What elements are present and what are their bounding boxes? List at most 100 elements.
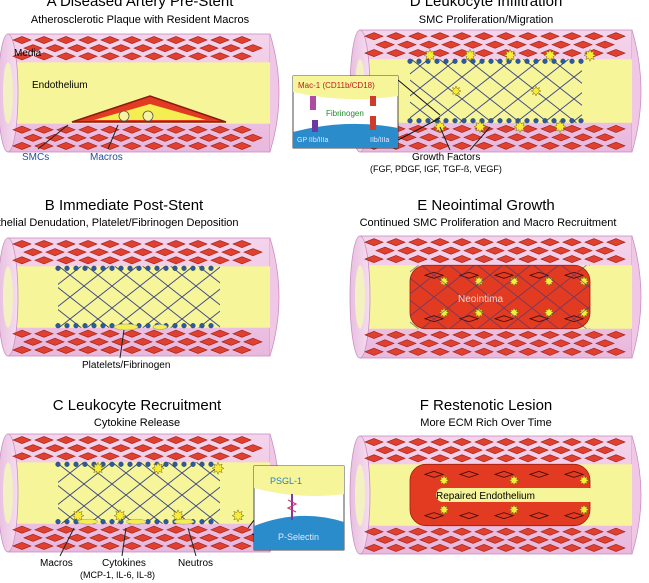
platelet-dot xyxy=(73,461,79,467)
smc-cell xyxy=(386,32,406,41)
platelet-dot xyxy=(452,118,458,124)
smc-cell xyxy=(144,36,164,44)
platelet-dot xyxy=(163,265,169,271)
embedded-smc xyxy=(563,512,585,520)
platelet-dot xyxy=(127,461,133,467)
smc-cell xyxy=(573,133,593,142)
media-label: Media xyxy=(14,48,42,59)
smc-cell xyxy=(474,32,494,41)
smc-cell xyxy=(430,238,450,247)
smc-cell xyxy=(34,125,54,134)
macros-pointer xyxy=(107,124,119,150)
platelet-dot xyxy=(560,58,566,64)
macrophage-cell xyxy=(450,85,462,97)
smc-cell xyxy=(419,535,439,544)
smc-cell xyxy=(122,240,142,248)
panel-e-title: E Neointimal Growth xyxy=(417,197,555,214)
smc-cell xyxy=(562,141,582,150)
gp-label: GP IIb/IIIa xyxy=(297,137,328,144)
smc-cell xyxy=(551,133,571,142)
macrophage-cell xyxy=(530,85,542,97)
platelet-dot xyxy=(452,58,458,64)
smc-cell xyxy=(496,32,516,41)
smc-cell xyxy=(100,240,120,248)
smc-cell xyxy=(430,454,450,463)
smc-cell xyxy=(122,125,142,134)
platelet-dot xyxy=(172,265,178,271)
smc-cell xyxy=(386,544,406,552)
smc-cell xyxy=(199,444,219,453)
smc-cell xyxy=(364,238,384,247)
smc-cell xyxy=(529,339,549,348)
embedded-smc xyxy=(563,470,585,478)
smc-cell xyxy=(78,542,98,550)
macrophage-cell xyxy=(433,120,447,134)
smc-cell xyxy=(485,339,505,348)
stent-mesh xyxy=(410,59,582,123)
platelet-dot xyxy=(524,58,530,64)
panel-c-title: C Leukocyte Recruitment xyxy=(53,397,222,414)
psgl-inset xyxy=(247,465,345,551)
vessel-right-cap xyxy=(269,33,280,153)
smc-cell xyxy=(529,446,549,455)
smc-cell xyxy=(12,142,32,150)
smc-cell xyxy=(595,535,615,544)
smc-cell xyxy=(45,248,65,257)
smc-cell xyxy=(474,544,494,552)
smc-cell xyxy=(210,346,230,354)
smc-cell xyxy=(584,141,604,150)
macrophage-cell xyxy=(151,461,165,475)
growth-pointer xyxy=(469,126,491,151)
smc-cell xyxy=(386,331,406,339)
panel-b-subtitle: othelial Denudation, Platelet/Fibrinogen… xyxy=(0,217,239,229)
smc-cell xyxy=(507,40,527,49)
smc-cell xyxy=(551,535,571,544)
smc-cell xyxy=(485,535,505,544)
smc-cell xyxy=(56,142,76,150)
smc-cell xyxy=(441,446,461,455)
platelet-dot xyxy=(145,461,151,467)
smc-cell xyxy=(408,347,428,356)
smc-cell xyxy=(89,44,109,53)
smc-cell xyxy=(34,36,54,44)
smc-cell xyxy=(67,444,87,453)
smc-cell xyxy=(408,255,428,263)
platelet-dot xyxy=(524,118,530,124)
smc-cell xyxy=(386,49,406,57)
macro-cell xyxy=(142,110,154,122)
smc-cell xyxy=(364,454,384,463)
cytokines-label: Cytokines xyxy=(102,558,146,569)
smc-cell xyxy=(419,133,439,142)
smc-cell xyxy=(364,438,384,446)
smc-cell xyxy=(540,454,560,463)
platelet-dot xyxy=(136,265,142,271)
smc-cell xyxy=(386,438,406,446)
smc-cell xyxy=(386,454,406,463)
smc-cell xyxy=(56,452,76,461)
smc-cell xyxy=(573,40,593,49)
platelet-dot xyxy=(533,58,539,64)
smc-cell xyxy=(56,436,76,444)
smc-cell xyxy=(144,436,164,444)
platelet-dot xyxy=(199,323,205,329)
smc-cell xyxy=(210,256,230,265)
smc-cell xyxy=(34,240,54,248)
smc-cell xyxy=(606,544,626,552)
smc-cell xyxy=(507,246,527,255)
smc-cell xyxy=(100,329,120,338)
smc-cell xyxy=(551,40,571,49)
smc-cell xyxy=(166,52,186,61)
smc-cell xyxy=(166,256,186,265)
smc-cell xyxy=(375,246,395,255)
platelet-dot xyxy=(73,265,79,271)
smc-cell xyxy=(551,339,571,348)
smc-cell xyxy=(430,141,450,150)
smc-cell xyxy=(166,329,186,338)
smc-cell xyxy=(452,331,472,339)
platelet-dot xyxy=(208,265,214,271)
smc-cell xyxy=(397,446,417,455)
smc-cell xyxy=(56,240,76,248)
panel-a-subtitle: Atherosclerotic Plaque with Resident Mac… xyxy=(31,14,250,26)
pselectin-label: P-Selectin xyxy=(278,532,319,542)
platelet-dot xyxy=(199,265,205,271)
